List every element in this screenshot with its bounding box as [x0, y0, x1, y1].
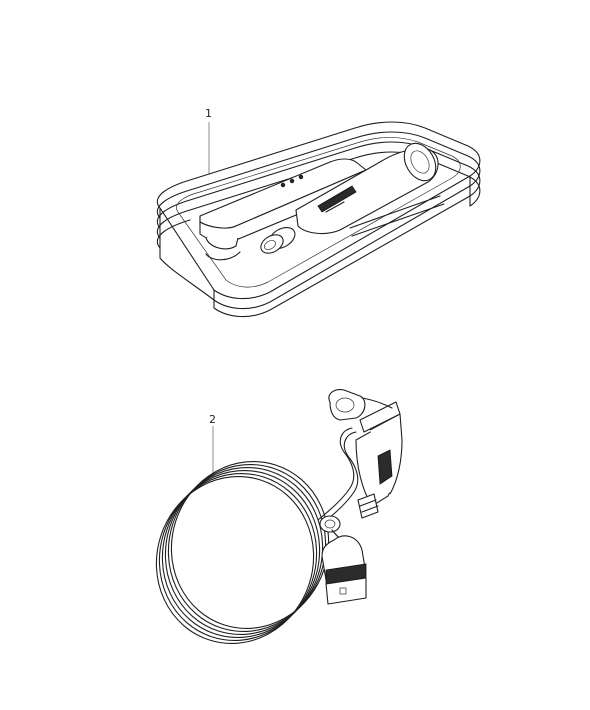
- lower-connector: [319, 515, 367, 605]
- callout-1: 1: [205, 107, 212, 120]
- status-led-1: [280, 182, 286, 188]
- status-led-2: [289, 178, 295, 184]
- item-1-charger-kit: 1: [157, 107, 481, 318]
- cable-coil: [155, 461, 330, 644]
- item-2-charging-cable: 2: [155, 389, 403, 644]
- callout-2: 2: [209, 413, 216, 426]
- status-led-3: [298, 174, 304, 180]
- tray-connector-handle: [205, 142, 445, 261]
- vehicle-connector: [328, 389, 403, 519]
